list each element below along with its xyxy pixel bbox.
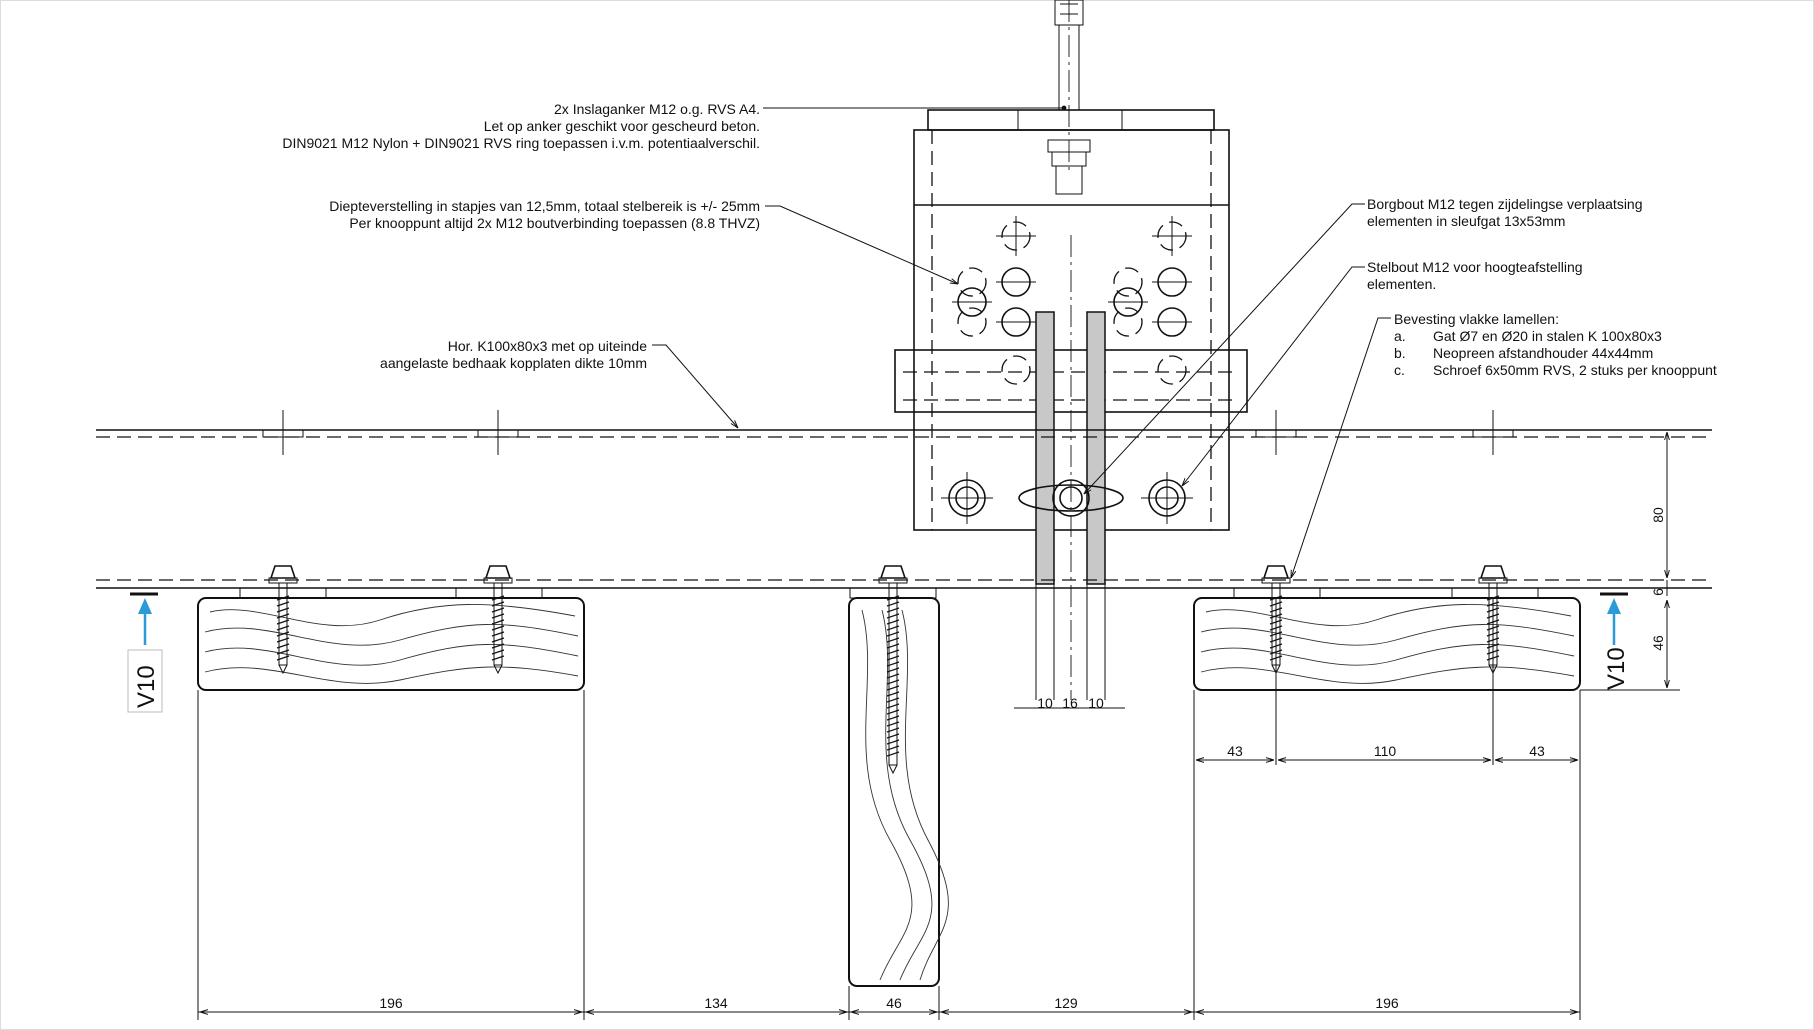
section-label-left: V10 bbox=[133, 665, 160, 708]
annotation-line: Gat Ø7 en Ø20 in stalen K 100x80x3 bbox=[1433, 328, 1662, 344]
lamella-left bbox=[197, 597, 585, 691]
annotation-letter: a. bbox=[1394, 328, 1406, 344]
annotation-line: Hor. K100x80x3 met op uiteinde bbox=[448, 338, 647, 354]
annotation-line: Borgbout M12 tegen zijdelingse verplaats… bbox=[1367, 196, 1643, 212]
annotation-line: elementen. bbox=[1367, 276, 1436, 292]
screw-icon bbox=[268, 565, 298, 675]
dim-vertical-3: 46 bbox=[1650, 635, 1666, 651]
dim-bottom-3: 46 bbox=[886, 995, 902, 1011]
plate-left bbox=[1035, 311, 1055, 585]
section-mark-left: V10 bbox=[127, 592, 163, 713]
bracket-body bbox=[894, 129, 1248, 700]
annotation-stelbout: Stelbout M12 voor hoogteafstelling eleme… bbox=[1367, 259, 1583, 292]
dim-right-1: 43 bbox=[1227, 743, 1243, 759]
screw-icon bbox=[483, 565, 513, 675]
dim-bottom-2: 134 bbox=[704, 995, 728, 1011]
dim-bottom-5: 196 bbox=[1375, 995, 1399, 1011]
annotation-title: Bevesting vlakke lamellen: bbox=[1394, 311, 1559, 327]
dim-plate-1: 10 bbox=[1037, 695, 1053, 711]
annotation-bevestiging: Bevesting vlakke lamellen: a. Gat Ø7 en … bbox=[1394, 311, 1717, 378]
dim-right-2: 110 bbox=[1374, 743, 1397, 759]
dim-vertical-2: 6 bbox=[1650, 588, 1666, 596]
dim-bottom-1: 196 bbox=[379, 995, 403, 1011]
dim-right-3: 43 bbox=[1529, 743, 1545, 759]
annotation-line: Stelbout M12 voor hoogteafstelling bbox=[1367, 259, 1583, 275]
dim-plate-3: 10 bbox=[1088, 695, 1104, 711]
annotation-anchor: 2x Inslaganker M12 o.g. RVS A4. Let op a… bbox=[282, 101, 760, 151]
horizontal-profile bbox=[96, 410, 1712, 589]
annotation-borgbout: Borgbout M12 tegen zijdelingse verplaats… bbox=[1367, 196, 1643, 229]
dim-bottom-4: 129 bbox=[1054, 995, 1078, 1011]
top-plate bbox=[927, 109, 1215, 131]
adjustment-holes bbox=[952, 216, 1192, 385]
annotation-line: Neopreen afstandhouder 44x44mm bbox=[1433, 345, 1653, 361]
dimension-lines bbox=[197, 432, 1680, 1020]
annotation-letter: b. bbox=[1394, 345, 1406, 361]
bracket-bolts bbox=[941, 472, 1193, 524]
annotation-line: Let op anker geschikt voor gescheurd bet… bbox=[484, 118, 760, 134]
lamella-right bbox=[1193, 597, 1581, 691]
screw-icon bbox=[878, 565, 908, 775]
dim-vertical-1: 80 bbox=[1650, 507, 1666, 523]
annotation-letter: c. bbox=[1394, 362, 1405, 378]
annotation-depth: Diepteverstelling in stapjes van 12,5mm,… bbox=[329, 198, 760, 231]
section-label-right: V10 bbox=[1603, 647, 1630, 690]
leader-lines bbox=[652, 105, 1391, 578]
annotation-line: DIN9021 M12 Nylon + DIN9021 RVS ring toe… bbox=[282, 135, 760, 151]
annotation-profile: Hor. K100x80x3 met op uiteinde aangelast… bbox=[380, 338, 647, 371]
section-mark-right: V10 bbox=[1600, 592, 1630, 690]
plate-right bbox=[1086, 311, 1106, 585]
annotation-line: Per knooppunt altijd 2x M12 boutverbindi… bbox=[349, 215, 760, 231]
anchor-rod bbox=[1047, 0, 1091, 195]
annotation-line: Schroef 6x50mm RVS, 2 stuks per knooppun… bbox=[1433, 362, 1717, 378]
annotation-line: elementen in sleufgat 13x53mm bbox=[1367, 213, 1565, 229]
annotation-line: aangelaste bedhaak kopplaten dikte 10mm bbox=[380, 355, 647, 371]
annotation-line: 2x Inslaganker M12 o.g. RVS A4. bbox=[554, 101, 760, 117]
annotation-line: Diepteverstelling in stapjes van 12,5mm,… bbox=[329, 198, 760, 214]
lamella-middle bbox=[848, 597, 949, 987]
dim-plate-2: 16 bbox=[1062, 695, 1078, 711]
